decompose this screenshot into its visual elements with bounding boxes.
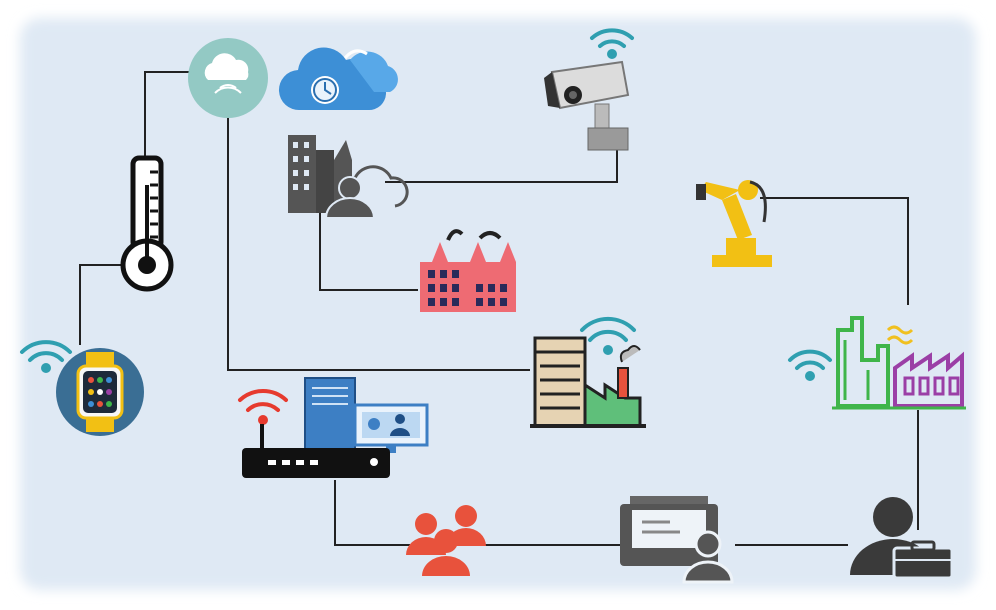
- link-router-group: [334, 480, 410, 546]
- server-computer-icon: [304, 377, 429, 459]
- router-icon: [242, 424, 390, 478]
- wifi-icon-building: [580, 316, 636, 355]
- thermometer-icon: [120, 155, 174, 292]
- user-group-icon: [406, 505, 486, 576]
- factory-icon: [420, 229, 516, 312]
- building-factory-icon: [530, 336, 646, 428]
- mail-user-icon: [620, 496, 734, 584]
- link-robot-greenfactory: [760, 197, 909, 305]
- wifi-icon-green-factory: [788, 349, 832, 381]
- link-thermometer-watch: [79, 264, 130, 345]
- wifi-icon-watch: [20, 340, 72, 373]
- robot-arm-icon: [696, 180, 772, 267]
- smartwatch-icon: [56, 348, 144, 436]
- link-city-factory: [319, 212, 418, 291]
- city-user-cloud-icon: [288, 135, 409, 219]
- cloud-wifi-icon: [188, 38, 268, 118]
- connection-lines: [79, 71, 919, 546]
- cloud-clock-icon: [278, 47, 398, 111]
- wifi-icon-router: [238, 389, 288, 425]
- wifi-icon-camera: [590, 28, 634, 59]
- business-user-icon: [850, 497, 954, 580]
- green-factory-icon: [832, 316, 966, 410]
- link-city-camera: [385, 150, 618, 183]
- link-cloud-thermometer: [144, 71, 190, 165]
- security-camera-icon: [544, 60, 630, 151]
- link-cloud-building: [227, 110, 530, 371]
